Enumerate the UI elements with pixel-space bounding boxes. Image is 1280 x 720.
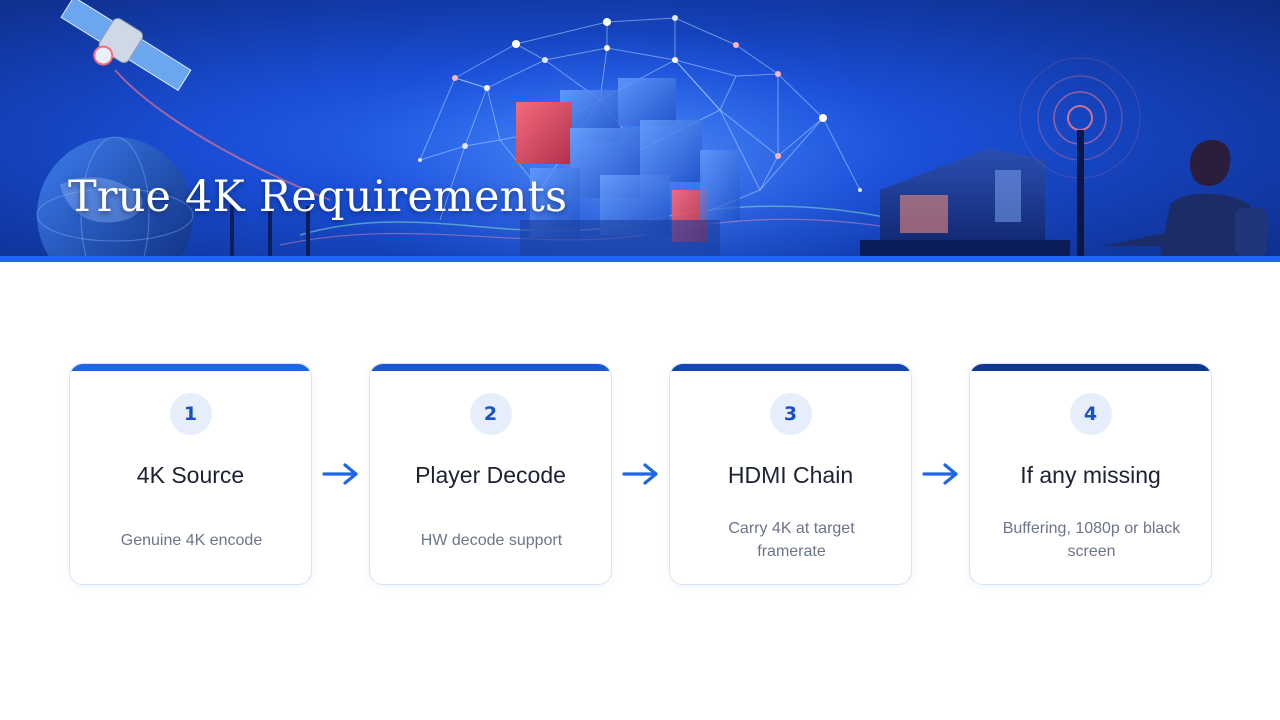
arrow-right-icon <box>922 463 958 485</box>
globe-icon <box>36 136 194 256</box>
network-nodes <box>418 15 862 192</box>
card-accent-bar <box>370 364 611 371</box>
card-accent-bar <box>670 364 911 371</box>
banner-divider <box>0 256 1280 262</box>
antenna-icon <box>230 205 310 256</box>
satellite-icon <box>60 0 331 201</box>
step-title: HDMI Chain <box>727 462 854 488</box>
step-description: Carry 4K at target framerate <box>728 520 855 560</box>
card-accent-bar <box>70 364 311 371</box>
arrow-right-icon <box>622 463 658 485</box>
header-banner: True 4K Requirements <box>0 0 1280 256</box>
step-title: Player Decode <box>415 462 566 488</box>
card-accent-bar <box>970 364 1211 371</box>
step-description: HW decode support <box>420 532 563 549</box>
step-number-badge: 2 <box>469 393 512 435</box>
step-number-badge: 1 <box>169 393 212 435</box>
step-card-3: 3 HDMI Chain Carry 4K at target framerat… <box>669 363 912 585</box>
step-card-1: 1 4K Source Genuine 4K encode <box>69 363 312 585</box>
step-number-badge: 4 <box>1069 393 1112 435</box>
step-title: 4K Source <box>136 462 245 488</box>
step-description: Buffering, 1080p or black screen <box>1002 520 1181 560</box>
step-card-2: 2 Player Decode HW decode support <box>369 363 612 585</box>
step-description: Genuine 4K encode <box>120 532 263 549</box>
cube-cluster <box>516 78 740 256</box>
step-card-4: 4 If any missing Buffering, 1080p or bla… <box>969 363 1212 585</box>
step-number-badge: 3 <box>769 393 812 435</box>
person-silhouette <box>1102 140 1267 256</box>
banner-illustration <box>36 0 1267 256</box>
tower-icon <box>1077 130 1084 256</box>
step-title: If any missing <box>1020 462 1161 488</box>
page-title: True 4K Requirements <box>68 172 568 222</box>
arrow-right-icon <box>322 463 358 485</box>
house-illustration <box>860 148 1070 256</box>
